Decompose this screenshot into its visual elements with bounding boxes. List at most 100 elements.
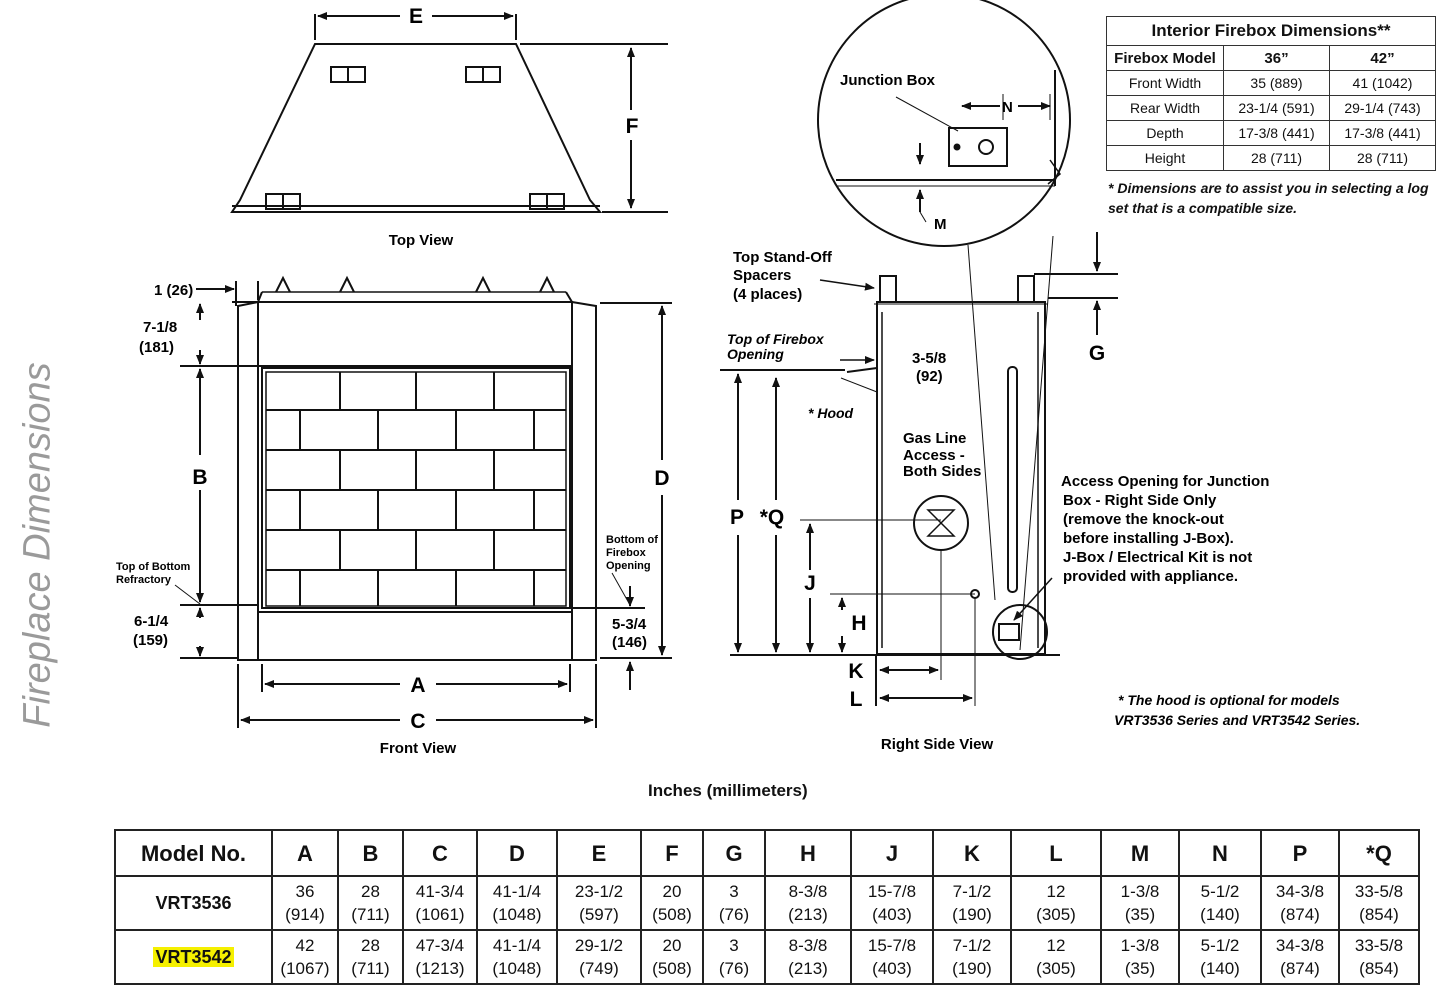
- value-inches: 33-5/8: [1354, 882, 1404, 901]
- bottom-firebox-3: Opening: [606, 560, 651, 572]
- value-inches: 5-1/2: [1200, 882, 1240, 901]
- header-cell: G: [702, 829, 766, 877]
- interior-header-cell: Firebox Model: [1106, 45, 1224, 71]
- value-cell: 41-1/4(1048): [476, 875, 558, 931]
- value-inches: 41-3/4: [415, 882, 465, 901]
- value-cell: 20 (508): [640, 875, 704, 931]
- dim-P: P: [730, 506, 744, 529]
- standoff-2: Spacers: [733, 267, 791, 284]
- value-cell: 28(711): [337, 875, 404, 931]
- value-cell: 12(305): [1010, 929, 1102, 985]
- front-dim-4a: 5-3/4: [612, 616, 647, 633]
- value-mm: (403): [872, 959, 912, 978]
- interior-cell: 29-1/4 (743): [1329, 95, 1436, 121]
- interior-table-header: Firebox Model 36” 42”: [1106, 45, 1436, 71]
- value-cell: 8-3/8 (213): [764, 875, 852, 931]
- value-mm: (1067): [280, 959, 330, 978]
- access-5: J-Box / Electrical Kit is not: [1063, 549, 1252, 566]
- front-dim-3b: (159): [133, 632, 168, 649]
- interior-row: Height 28 (711) 28 (711): [1106, 145, 1436, 171]
- value-inches: 3: [729, 936, 739, 955]
- header-cell: P: [1260, 829, 1340, 877]
- side-view-caption: Right Side View: [881, 736, 994, 753]
- value-inches: 7-1/2: [952, 936, 992, 955]
- header-cell: N: [1178, 829, 1262, 877]
- value-inches: 5-1/2: [1200, 936, 1240, 955]
- hood-note-1: * The hood is optional for models: [1118, 692, 1340, 708]
- value-cell: 7-1/2(190): [932, 929, 1012, 985]
- model-cell: VRT3536: [114, 875, 273, 931]
- front-view-caption: Front View: [380, 740, 457, 757]
- value-mm: (190): [952, 905, 992, 924]
- value-mm: (854): [1359, 905, 1399, 924]
- value-cell: 5-1/2 (140): [1178, 875, 1262, 931]
- gas-line-2: Access -: [903, 447, 965, 464]
- access-4: before installing J-Box).: [1063, 530, 1234, 547]
- dim-G: G: [1089, 342, 1105, 365]
- units-label: Inches (millimeters): [648, 781, 808, 800]
- value-inches: 41-1/4: [492, 882, 542, 901]
- dim-F: F: [626, 115, 639, 138]
- front-dim-2b: (181): [139, 339, 174, 356]
- value-cell: 41-3/4 (1061): [402, 875, 478, 931]
- value-cell: 1-3/8(35): [1100, 929, 1180, 985]
- value-inches: 1-3/8: [1120, 936, 1160, 955]
- header-cell: E: [556, 829, 642, 877]
- value-cell: 34-3/8(874): [1260, 875, 1340, 931]
- value-mm: (1213): [415, 959, 465, 978]
- value-mm: (213): [788, 905, 828, 924]
- header-cell: A: [271, 829, 339, 877]
- access-6: provided with appliance.: [1063, 568, 1238, 585]
- access-2: Box - Right Side Only: [1063, 492, 1217, 509]
- junction-box-label: Junction Box: [840, 72, 936, 89]
- value-mm: (597): [579, 905, 619, 924]
- value-cell: 5-1/2(140): [1178, 929, 1262, 985]
- bottom-firebox-2: Firebox: [606, 547, 647, 559]
- value-mm: (140): [1200, 905, 1240, 924]
- header-cell: Model No.: [114, 829, 273, 877]
- value-cell: 41-1/4(1048): [476, 929, 558, 985]
- top-view-caption: Top View: [389, 232, 454, 249]
- value-cell: 20 (508): [640, 929, 704, 985]
- firebox-open-2: Opening: [727, 346, 784, 362]
- value-cell: 33-5/8(854): [1338, 929, 1420, 985]
- value-inches: 1-3/8: [1120, 882, 1160, 901]
- value-mm: (1061): [415, 905, 465, 924]
- value-mm: (711): [351, 905, 390, 924]
- value-mm: (305): [1036, 959, 1076, 978]
- firebox-open-1: Top of Firebox: [727, 331, 825, 347]
- interior-cell: 35 (889): [1223, 70, 1330, 96]
- header-cell: L: [1010, 829, 1102, 877]
- interior-row: Rear Width 23-1/4 (591) 29-1/4 (743): [1106, 95, 1436, 121]
- value-mm: (508): [652, 905, 692, 924]
- interior-cell: Depth: [1106, 120, 1224, 146]
- front-view-drawing: [174, 275, 672, 728]
- interior-table-note: * Dimensions are to assist you in select…: [1108, 180, 1429, 216]
- standoff-3: (4 places): [733, 286, 802, 303]
- front-dim-4b: (146): [612, 634, 647, 651]
- model-name: VRT3536: [155, 892, 232, 913]
- value-inches: 33-5/8: [1354, 936, 1404, 955]
- side-view-drawing: [720, 0, 1118, 706]
- value-inches: 20: [662, 936, 682, 955]
- top-refractory-2: Refractory: [116, 574, 172, 586]
- value-mm: (508): [652, 959, 692, 978]
- dim-K: K: [848, 660, 863, 683]
- interior-cell: 41 (1042): [1329, 70, 1436, 96]
- value-inches: 8-3/8: [788, 882, 828, 901]
- value-cell: 28(711): [337, 929, 404, 985]
- value-inches: 41-1/4: [492, 936, 542, 955]
- dim-N: N: [1002, 99, 1013, 116]
- interior-cell: Height: [1106, 145, 1224, 171]
- header-cell: C: [402, 829, 478, 877]
- value-inches: 36: [295, 882, 315, 901]
- interior-row: Depth 17-3/8 (441) 17-3/8 (441): [1106, 120, 1436, 146]
- front-dim-2a: 7-1/8: [143, 319, 177, 336]
- value-inches: 8-3/8: [788, 936, 828, 955]
- header-cell: D: [476, 829, 558, 877]
- value-inches: 20: [662, 882, 682, 901]
